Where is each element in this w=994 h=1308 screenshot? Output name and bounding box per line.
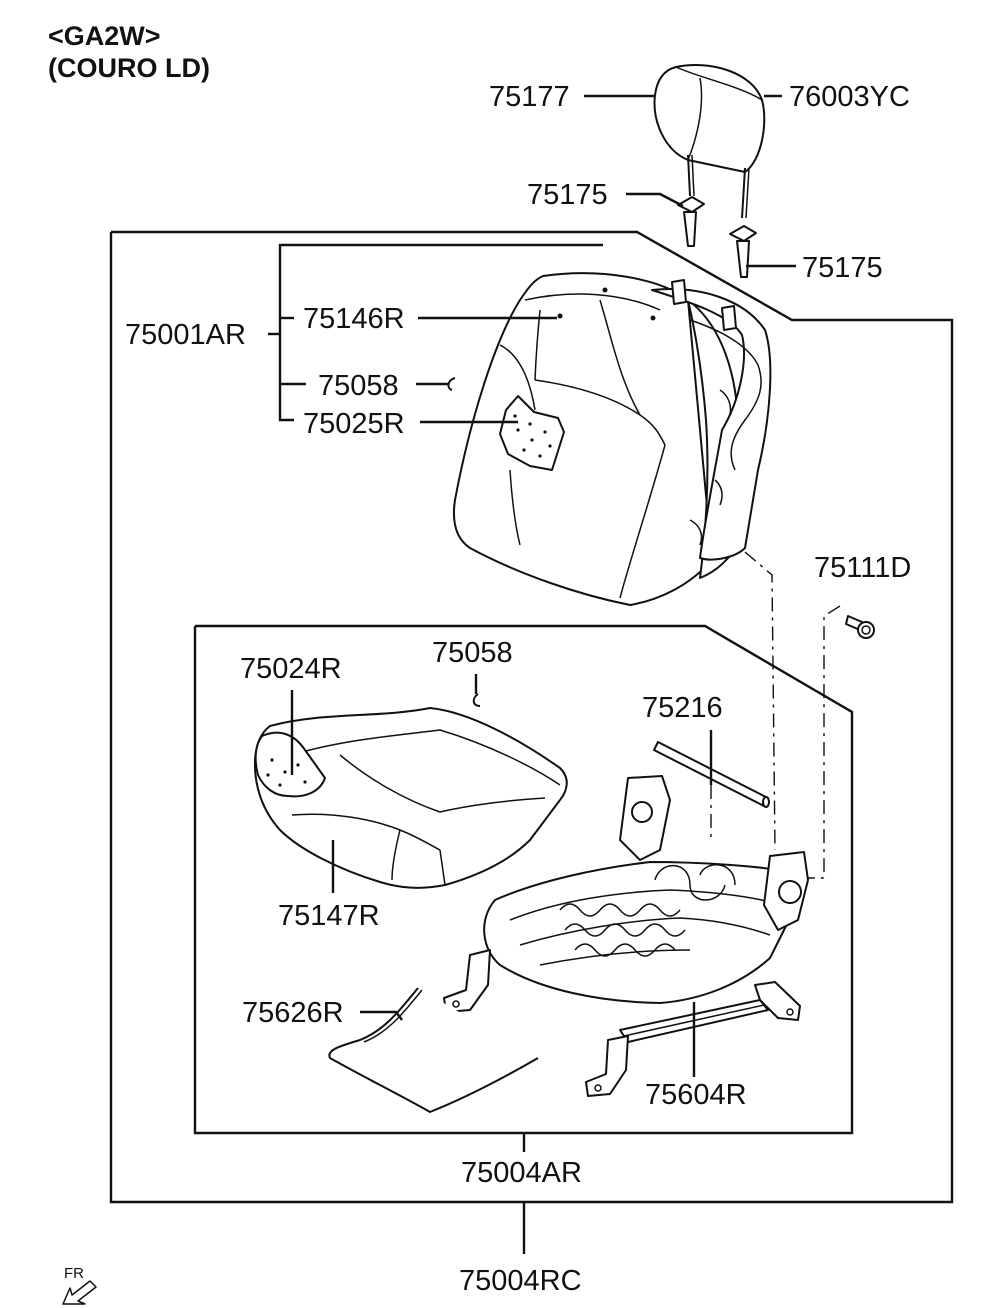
model-code: <GA2W> (48, 21, 161, 51)
part-label-75111d: 75111D (814, 552, 911, 584)
part-label-75004ar: 75004AR (461, 1157, 582, 1189)
outer-assembly-box (109, 230, 954, 1204)
trim-label: (COURO LD) (48, 53, 210, 83)
wiring-cable (328, 987, 539, 1113)
seat-cushion-assembly (253, 707, 568, 889)
ref-dashed-2 (808, 605, 841, 879)
part-label-75058-back: 75058 (318, 370, 399, 402)
part-label-75216: 75216 (642, 692, 723, 724)
clip-cushion (472, 693, 481, 707)
headrest-guide-left (677, 196, 705, 247)
part-label-75604r: 75604R (645, 1079, 747, 1111)
headrest-guide-right (729, 225, 757, 278)
ref-dashed-1 (744, 551, 776, 851)
part-label-75175-lower: 75175 (802, 252, 883, 284)
front-arrow-icon (62, 1280, 97, 1305)
part-label-75175-upper: 75175 (527, 179, 608, 211)
part-label-75024r: 75024R (240, 653, 342, 685)
part-label-75626r: 75626R (242, 997, 344, 1029)
leader-lines (268, 94, 796, 1254)
cushion-assembly-box (193, 624, 854, 1135)
part-label-75058-cushion: 75058 (432, 637, 513, 669)
headrest (653, 64, 766, 219)
seat-frame-and-track (443, 775, 809, 1097)
front-direction-label: FR (64, 1265, 84, 1282)
part-label-75147r: 75147R (278, 900, 380, 932)
cushion-heater-pad (254, 731, 326, 798)
bolt (845, 615, 875, 639)
part-label-75146r: 75146R (303, 303, 405, 335)
part-label-75001ar: 75001AR (125, 319, 246, 351)
seat-back-assembly (452, 272, 772, 606)
part-label-75025r: 75025R (303, 408, 405, 440)
clip-back (447, 377, 456, 391)
part-label-75004rc: 75004RC (459, 1265, 582, 1297)
part-label-75177: 75177 (489, 81, 570, 113)
part-label-76003yc: 76003YC (789, 81, 910, 113)
